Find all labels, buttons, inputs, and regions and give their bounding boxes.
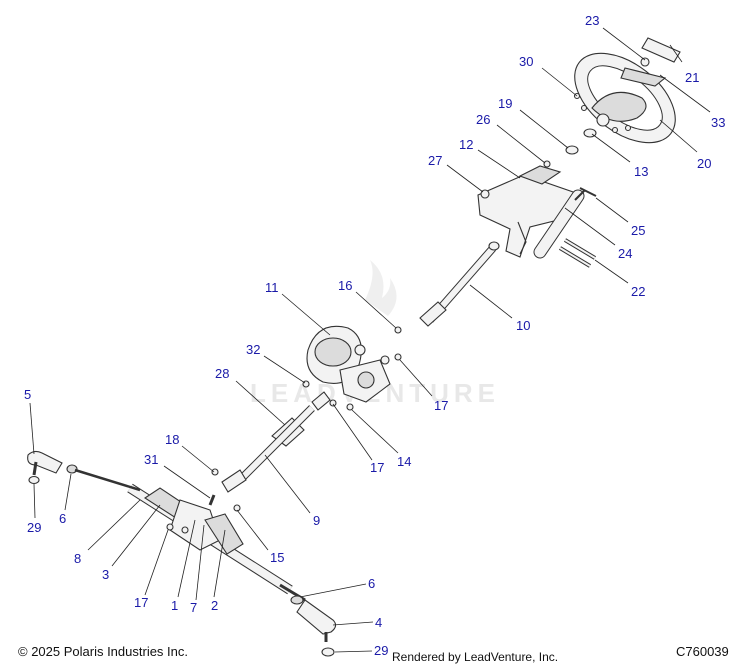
callout-14: 14 bbox=[397, 454, 411, 469]
callout-1: 1 bbox=[171, 598, 178, 613]
upper-steering-shaft bbox=[419, 241, 500, 327]
callout-31: 31 bbox=[144, 452, 158, 467]
nut-23 bbox=[640, 57, 650, 67]
callout-23: 23 bbox=[585, 13, 599, 28]
callout-22: 22 bbox=[631, 284, 645, 299]
footer-copyright: © 2025 Polaris Industries Inc. bbox=[18, 644, 188, 659]
callout-11: 11 bbox=[265, 280, 279, 295]
bolts-30 bbox=[573, 92, 632, 134]
callout-27: 27 bbox=[428, 153, 442, 168]
callout-32: 32 bbox=[246, 342, 260, 357]
callout-13: 13 bbox=[634, 164, 648, 179]
leader-lines bbox=[29, 27, 711, 653]
callout-33: 33 bbox=[711, 115, 725, 130]
callout-29-left: 29 bbox=[27, 520, 41, 535]
callout-3: 3 bbox=[102, 567, 109, 582]
callout-6-left: 6 bbox=[59, 511, 66, 526]
callout-4: 4 bbox=[375, 615, 382, 630]
callout-21: 21 bbox=[685, 70, 699, 85]
callout-29-right: 29 bbox=[374, 643, 388, 658]
callout-6-right: 6 bbox=[368, 576, 375, 591]
nut-29-right bbox=[321, 647, 335, 657]
callout-2: 2 bbox=[211, 598, 218, 613]
callout-labels: 23 21 33 20 30 19 13 26 12 27 25 24 22 1… bbox=[24, 13, 725, 658]
right-tie-rod bbox=[279, 583, 337, 642]
callout-18: 18 bbox=[165, 432, 179, 447]
bolt-26 bbox=[543, 160, 551, 168]
footer-rendered-by: Rendered by LeadVenture, Inc. bbox=[392, 650, 559, 664]
bolt-16 bbox=[394, 326, 402, 334]
callout-30: 30 bbox=[519, 54, 533, 69]
diagram-code: C760039 bbox=[676, 644, 729, 659]
bolt-17-lower bbox=[166, 523, 174, 531]
callout-5: 5 bbox=[24, 387, 31, 402]
callout-12: 12 bbox=[459, 137, 473, 152]
bolt-15 bbox=[233, 504, 241, 512]
callout-25: 25 bbox=[631, 223, 645, 238]
callout-20: 20 bbox=[697, 156, 711, 171]
wheel-cap bbox=[641, 37, 681, 63]
steering-rack bbox=[127, 483, 293, 595]
bolts-22 bbox=[558, 238, 597, 268]
callout-17-middle: 17 bbox=[370, 460, 384, 475]
callout-26: 26 bbox=[476, 112, 490, 127]
power-steering-unit bbox=[306, 325, 391, 403]
bolt-18 bbox=[211, 468, 219, 476]
callout-8: 8 bbox=[74, 551, 81, 566]
callout-24: 24 bbox=[618, 246, 632, 261]
tilt-gas-strut bbox=[533, 189, 586, 259]
lower-steering-shaft bbox=[221, 391, 331, 493]
washer-19 bbox=[565, 145, 579, 155]
callout-17-upper-right: 17 bbox=[434, 398, 448, 413]
callout-15: 15 bbox=[270, 550, 284, 565]
wheel-cover bbox=[620, 67, 667, 87]
nut-29-left bbox=[28, 475, 40, 485]
callout-28: 28 bbox=[215, 366, 229, 381]
steering-column-bracket bbox=[477, 165, 577, 258]
bolt-25 bbox=[579, 187, 597, 197]
left-tie-rod bbox=[27, 450, 141, 492]
callout-9: 9 bbox=[313, 513, 320, 528]
callout-17-lower: 17 bbox=[134, 595, 148, 610]
callout-16: 16 bbox=[338, 278, 352, 293]
callout-10: 10 bbox=[516, 318, 530, 333]
callout-19: 19 bbox=[498, 96, 512, 111]
bolts-17-upper bbox=[329, 353, 402, 411]
callout-7: 7 bbox=[190, 600, 197, 615]
